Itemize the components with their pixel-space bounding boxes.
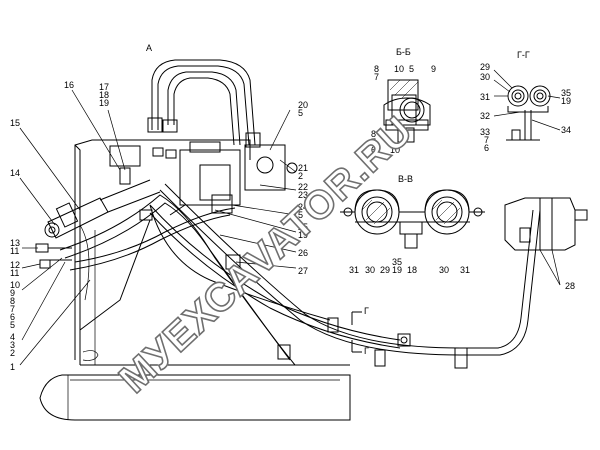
gg-label-19: 19 xyxy=(561,96,571,106)
valve-block xyxy=(169,141,298,216)
pump-unit xyxy=(504,197,588,251)
label-13: 13 xyxy=(10,238,20,248)
bb-label-9: 9 xyxy=(431,64,436,74)
gg-label-33: 33 xyxy=(480,127,490,137)
bb-label-7: 7 xyxy=(374,72,379,82)
label-16: 16 xyxy=(64,80,74,90)
view-title-a: А xyxy=(146,43,152,53)
section-cut-marks: Г Г xyxy=(351,306,369,356)
gg-label-35: 35 xyxy=(561,88,571,98)
label-27: 27 xyxy=(298,266,308,276)
label-17: 17 xyxy=(99,82,109,92)
vv-label-30a: 30 xyxy=(365,265,375,275)
gg-label-29: 29 xyxy=(480,62,490,72)
label-11: 11 xyxy=(10,246,19,256)
bb-label-6: 6 xyxy=(371,145,376,155)
bb-label-10: 10 xyxy=(394,64,404,74)
label-7: 7 xyxy=(10,304,15,314)
section-title-vv: В-В xyxy=(398,174,413,184)
part-labels-section-vv: 31 30 29 35 19 18 30 31 xyxy=(349,257,470,275)
section-vv xyxy=(340,189,485,249)
mounting-bracket xyxy=(109,145,141,185)
label-6: 6 xyxy=(10,312,15,322)
label-4: 4 xyxy=(10,332,15,342)
cut-mark-lower: Г xyxy=(364,346,369,356)
label-21: 21 xyxy=(298,163,308,173)
section-title-bb: Б-Б xyxy=(396,47,411,57)
label-5b: 5 xyxy=(298,108,303,118)
bb-label-10b: 10 xyxy=(390,145,400,155)
upper-hoses xyxy=(147,59,261,159)
gg-label-30: 30 xyxy=(480,72,490,82)
bb-label-8b: 8 xyxy=(371,129,376,139)
label-2b: 2 xyxy=(298,171,303,181)
label-22: 22 xyxy=(298,182,308,192)
vv-label-35: 35 xyxy=(392,257,402,267)
vv-label-31b: 31 xyxy=(460,265,470,275)
vv-label-31a: 31 xyxy=(349,265,359,275)
label-2: 2 xyxy=(10,348,15,358)
gg-label-32: 32 xyxy=(480,111,490,121)
label-8: 8 xyxy=(10,296,15,306)
label-26: 26 xyxy=(298,248,308,258)
hydraulic-cylinder xyxy=(44,179,161,239)
label-19: 19 xyxy=(99,98,109,108)
vv-label-18: 18 xyxy=(407,265,417,275)
label-5: 5 xyxy=(10,320,15,330)
label-14: 14 xyxy=(10,168,20,178)
leader-lines xyxy=(19,69,561,366)
section-title-gg: Г-Г xyxy=(517,50,530,60)
label-3: 3 xyxy=(10,340,15,350)
label-10: 10 xyxy=(10,280,20,290)
vv-label-29: 29 xyxy=(380,265,390,275)
vv-label-19: 19 xyxy=(392,265,402,275)
label-11b: 11 xyxy=(10,268,19,278)
bb-label-8: 8 xyxy=(374,64,379,74)
label-28: 28 xyxy=(565,281,575,291)
label-12: 12 xyxy=(10,260,20,270)
bb-label-5: 5 xyxy=(409,64,414,74)
label-15: 15 xyxy=(10,118,20,128)
label-18: 18 xyxy=(99,90,109,100)
gg-label-31: 31 xyxy=(480,92,490,102)
label-23: 23 xyxy=(298,190,308,200)
label-5c: 5 xyxy=(298,210,303,220)
part-labels-main: 15 16 17 18 19 14 13 11 12 11 10 9 8 7 6… xyxy=(10,80,575,372)
section-bb xyxy=(383,79,431,143)
gg-label-34: 34 xyxy=(561,125,571,135)
label-24: 24 xyxy=(298,202,308,212)
label-20: 20 xyxy=(298,100,308,110)
label-9: 9 xyxy=(10,288,15,298)
label-19b: 19 xyxy=(298,230,308,240)
cut-mark-upper: Г xyxy=(364,306,369,316)
label-25: 25 xyxy=(298,222,308,232)
label-1: 1 xyxy=(10,362,15,372)
main-hose-bundle xyxy=(35,183,541,369)
vv-label-30b: 30 xyxy=(439,265,449,275)
gg-label-7: 7 xyxy=(484,135,489,145)
part-labels-section-gg: 29 30 31 32 33 7 6 35 19 34 xyxy=(480,62,571,153)
gg-label-6: 6 xyxy=(484,143,489,153)
part-labels-section-bb: 8 7 10 5 9 8 7 6 10 xyxy=(371,64,436,155)
bb-label-7b: 7 xyxy=(371,137,376,147)
